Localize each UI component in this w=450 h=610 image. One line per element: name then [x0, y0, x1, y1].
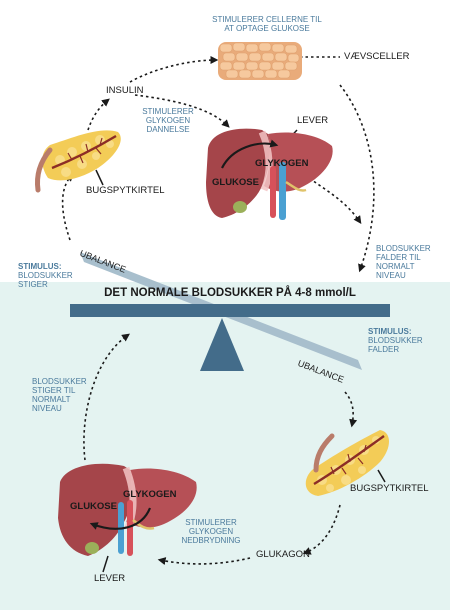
bottom-result-note: BLODSUKKER STIGER TIL NORMALT NIVEAU — [32, 377, 87, 413]
top-liver-label: LEVER — [297, 115, 329, 126]
glycogen-breakdown-note: STIMULERER GLYKOGEN NEDBRYDNING — [181, 518, 241, 545]
glycogen-formation-note: STIMULERER GLYKOGEN DANNELSE — [142, 107, 194, 134]
top-liver-image — [206, 128, 333, 220]
tissue-cells-image — [218, 42, 302, 80]
top-result-note: BLODSUKKER FALDER TIL NORMALT NIVEAU — [376, 244, 431, 280]
bottom-liver-label: LEVER — [94, 573, 126, 584]
arrow-glucagon-to-liver — [157, 557, 251, 566]
bottom-pancreas-leader — [377, 469, 386, 483]
bottom-glycogen-label: GLYKOGEN — [123, 489, 177, 500]
bottom-cycle-arrows — [83, 333, 358, 566]
bottom-liver-leader — [102, 555, 109, 573]
arrow-pancreas-to-glucagon — [302, 504, 341, 555]
glucagon-label: GLUKAGON — [256, 549, 310, 560]
tissue-label: VÆVSCELLER — [344, 51, 410, 62]
tissue-note: STIMULERER CELLERNE TIL AT OPTAGE GLUKOS… — [212, 15, 322, 33]
bottom-stimulus: STIMULUS: BLODSUKKER FALDER — [368, 327, 434, 355]
top-stimulus-title: STIMULUS: — [18, 262, 62, 271]
insulin-label: INSULIN — [106, 85, 144, 96]
top-pancreas-label: BUGSPYTKIRTEL — [86, 185, 165, 196]
bottom-pancreas-image — [305, 430, 389, 496]
arrow-tissue-to-result — [339, 84, 375, 273]
top-stimulus: STIMULUS: BLODSUKKER STIGER — [18, 262, 78, 290]
top-stimulus-text: BLODSUKKER STIGER — [18, 270, 73, 289]
diagram-title: DET NORMALE BLODSUKKER PÅ 4-8 mmol/L — [104, 287, 356, 299]
balance-beam — [70, 252, 390, 371]
bottom-stimulus-title: STIMULUS: — [368, 327, 412, 336]
level-beam — [70, 304, 390, 317]
fulcrum — [200, 318, 244, 371]
bottom-stimulus-text: BLODSUKKER FALDER — [368, 335, 423, 354]
top-pancreas-leader — [95, 169, 104, 186]
bottom-liver-image — [58, 463, 197, 556]
arrow-liver-to-result-bottom — [83, 333, 130, 461]
bottom-pancreas-label: BUGSPYTKIRTEL — [350, 483, 429, 494]
top-glycogen-label: GLYKOGEN — [255, 158, 309, 169]
arrow-insulin-to-liver — [134, 94, 230, 128]
top-glucose-label: GLUKOSE — [212, 177, 259, 188]
bottom-glucose-label: GLUKOSE — [70, 501, 117, 512]
top-pancreas-image — [35, 130, 121, 193]
arrow-insulin-to-tissue — [129, 56, 219, 83]
arrow-pancreas-to-insulin — [87, 98, 110, 131]
